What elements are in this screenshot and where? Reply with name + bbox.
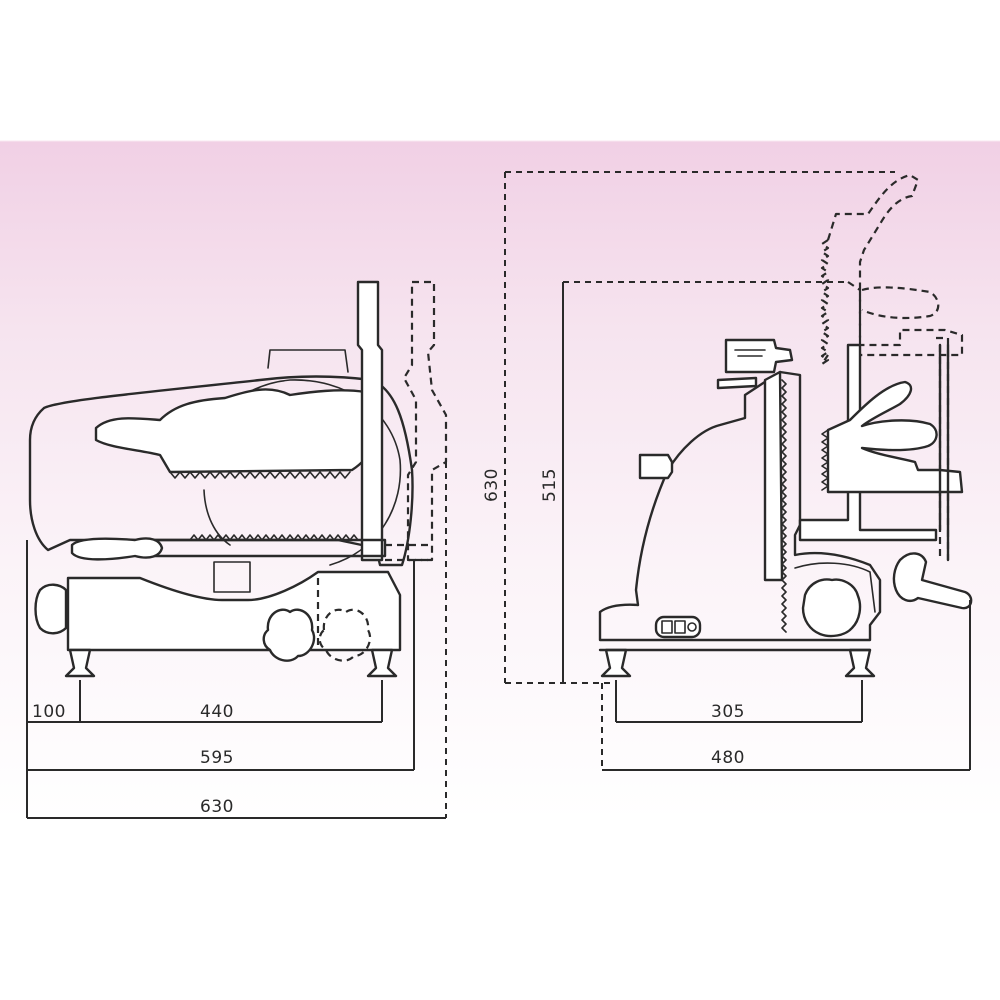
side-carriage-rail bbox=[148, 538, 387, 558]
side-carriage-teeth bbox=[189, 534, 359, 541]
side-sharpener-knob bbox=[262, 608, 316, 662]
front-view bbox=[598, 173, 973, 678]
front-view-dimensions: 305 480 630 515 bbox=[482, 171, 971, 771]
side-carriage-dashed bbox=[385, 543, 432, 562]
side-main-body bbox=[28, 375, 414, 567]
side-motor-housing bbox=[267, 349, 349, 373]
front-base-recess bbox=[794, 562, 876, 613]
side-foot-front bbox=[64, 648, 96, 678]
side-pusher-arm-dashed bbox=[402, 280, 448, 562]
side-carriage-handle bbox=[70, 537, 164, 561]
front-main-body bbox=[598, 370, 882, 642]
front-switch-indicator bbox=[687, 622, 697, 632]
front-pusher-teeth bbox=[821, 429, 829, 491]
side-dim-100-label: 100 bbox=[32, 702, 66, 722]
front-thickness-knob bbox=[801, 578, 862, 638]
front-dim-480-label: 480 bbox=[711, 748, 745, 768]
side-product-tray bbox=[94, 388, 384, 474]
front-dim-305-label: 305 bbox=[711, 702, 745, 722]
front-top-head-detail bbox=[734, 349, 766, 357]
front-power-switch bbox=[654, 615, 702, 639]
front-switch-on bbox=[674, 620, 686, 634]
side-pusher-column bbox=[356, 280, 384, 562]
front-dim-630-label: 630 bbox=[482, 468, 502, 502]
front-pusher-raised-dashed bbox=[826, 173, 964, 357]
front-pusher-teeth-dashed bbox=[820, 239, 830, 366]
side-view bbox=[28, 280, 448, 678]
front-column bbox=[938, 343, 950, 562]
front-carriage-handle bbox=[892, 552, 973, 610]
front-left-knob bbox=[638, 453, 674, 480]
side-plate bbox=[213, 561, 251, 593]
side-foot-rear bbox=[366, 648, 398, 678]
side-dim-440-label: 440 bbox=[200, 702, 234, 722]
side-dim-630-label: 630 bbox=[200, 797, 234, 817]
front-foot-right bbox=[844, 648, 876, 678]
side-front-knob bbox=[34, 583, 68, 635]
front-pusher-lowered bbox=[826, 380, 964, 494]
side-dim-595-label: 595 bbox=[200, 748, 234, 768]
side-sharpener-knob-dashed bbox=[318, 608, 372, 662]
front-dim-515-label: 515 bbox=[540, 468, 560, 502]
front-blade-teeth bbox=[781, 379, 787, 633]
front-foot-left bbox=[600, 648, 632, 678]
side-view-dimensions: 100 440 595 630 bbox=[26, 462, 447, 819]
side-tray-teeth bbox=[169, 471, 351, 479]
front-switch-off bbox=[661, 620, 673, 634]
front-product-raised-dashed bbox=[861, 286, 940, 320]
front-arm-pin bbox=[716, 376, 758, 390]
front-blade bbox=[763, 370, 784, 582]
